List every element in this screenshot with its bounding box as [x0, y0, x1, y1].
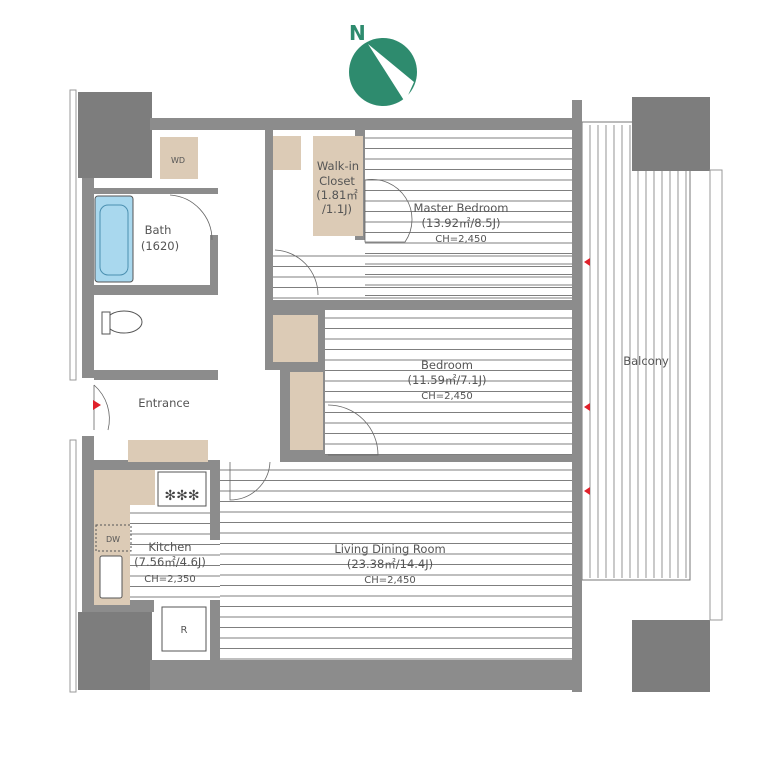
bathtub	[94, 195, 134, 283]
bedroom-area: (11.59㎡/7.1J)	[408, 373, 487, 387]
master-bedroom-ceiling: CH=2,450	[435, 234, 487, 245]
refrigerator-label: R	[181, 625, 188, 636]
washer-dryer-space	[160, 137, 198, 179]
svg-text:/1.1J): /1.1J)	[322, 202, 352, 216]
bedroom-ceiling: CH=2,450	[421, 391, 473, 402]
balcony-label: Balcony	[623, 354, 669, 368]
sink-icon	[99, 555, 123, 599]
bathtub-inner	[99, 204, 129, 276]
bath-label: Bath	[145, 223, 172, 237]
burners-icon: ✻✻✻	[164, 488, 199, 504]
facade-left-bottom	[69, 439, 77, 693]
living-ceiling: CH=2,450	[364, 575, 416, 586]
shoe-cabinet	[128, 440, 208, 462]
kitchen-area: (7.56㎡/4.6J)	[134, 555, 206, 569]
washer-dryer-label: WD	[171, 156, 185, 165]
doors[interactable]	[93, 179, 413, 501]
column-top-right	[632, 97, 710, 171]
north-compass: N	[349, 21, 417, 106]
room-labels: Walk-in Closet (1.81㎡ /1.1J) Master Bedr…	[134, 159, 669, 586]
svg-text:Closet: Closet	[319, 174, 355, 188]
master-bedroom-area: (13.92㎡/8.5J)	[422, 216, 501, 230]
kitchen-ceiling: CH=2,350	[144, 574, 196, 585]
bedroom-closet	[273, 315, 318, 362]
compass-needle-icon	[368, 44, 414, 102]
living-label: Living Dining Room	[334, 542, 445, 556]
walk-in-closet-label: Walk-in	[317, 159, 359, 173]
bedroom-label: Bedroom	[421, 358, 473, 372]
stove-icon	[157, 471, 207, 507]
balcony-rail	[709, 169, 723, 621]
balcony-area	[581, 121, 691, 581]
balcony-decking	[589, 125, 687, 578]
entrance-arrow-icon	[93, 400, 101, 410]
facade-left-top	[69, 89, 77, 381]
toilet-tank	[101, 311, 111, 335]
master-bedroom-label: Master Bedroom	[414, 201, 509, 215]
storage-top	[273, 136, 301, 170]
closet-door	[274, 249, 319, 296]
column-top-left	[78, 92, 152, 178]
walk-in-closet-shelving	[313, 136, 363, 236]
bath-door	[169, 194, 213, 241]
bedroom-door	[327, 404, 379, 456]
balcony-access-arrow-icon	[584, 487, 590, 495]
living-area: (23.38㎡/14.4J)	[347, 557, 433, 571]
walk-in-closet-area: (1.81㎡	[316, 188, 358, 202]
balcony-access-arrow-icon	[584, 403, 590, 411]
dishwasher-label: DW	[106, 535, 120, 544]
kitchen-label: Kitchen	[148, 540, 191, 554]
balcony-access-arrow-icon	[584, 258, 590, 266]
master-bedroom-door	[364, 179, 413, 243]
column-bottom-right	[632, 620, 710, 692]
north-label: N	[349, 21, 366, 45]
bath-size: (1620)	[141, 239, 179, 253]
living-door	[229, 461, 271, 501]
refrigerator-space	[161, 606, 207, 652]
dishwasher	[95, 524, 132, 552]
entrance-label: Entrance	[138, 396, 190, 410]
bedroom-wardrobe	[290, 372, 323, 450]
toilet-icon	[105, 310, 143, 334]
column-bottom-left	[78, 612, 152, 690]
floor-stripes	[130, 137, 572, 660]
